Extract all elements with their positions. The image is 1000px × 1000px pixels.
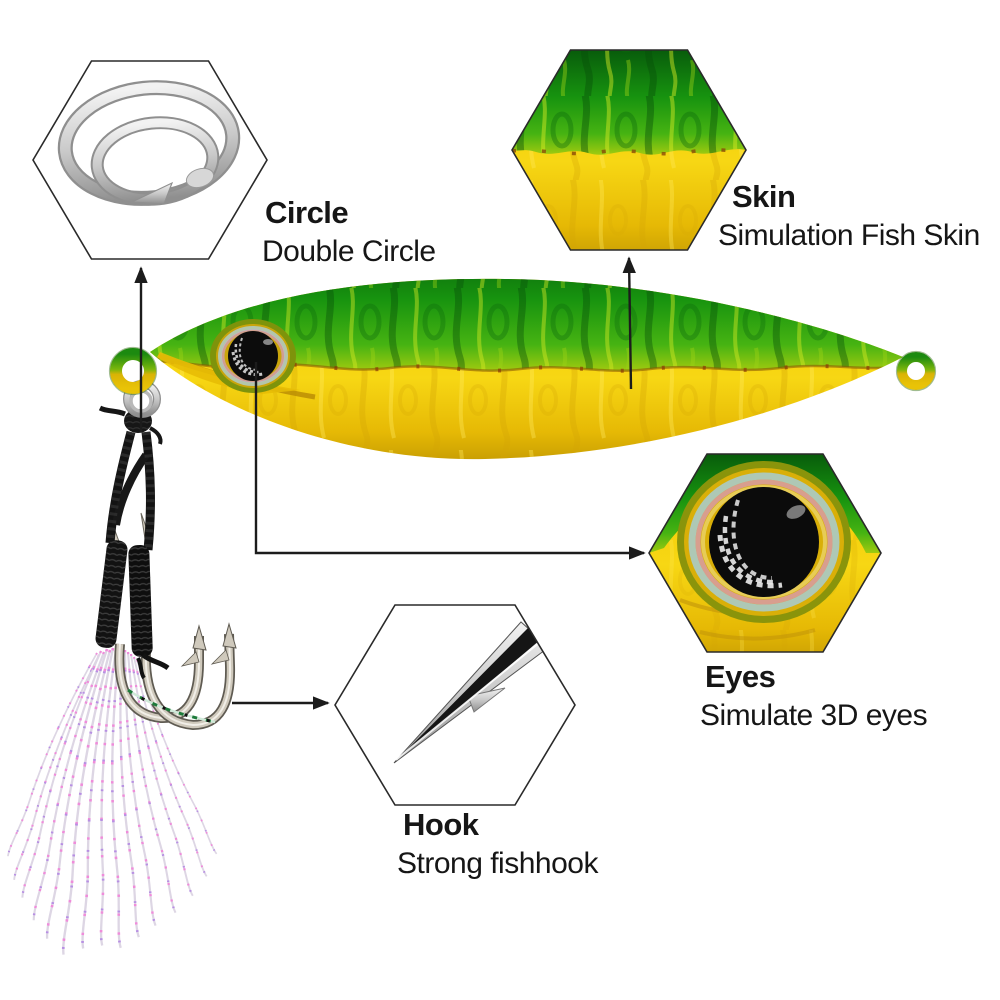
callout-eyes-subtitle: Simulate 3D eyes <box>700 698 928 732</box>
callout-eyes-title: Eyes <box>705 659 776 694</box>
assist-hooks <box>109 512 237 731</box>
callout-skin-title: Skin <box>732 179 796 214</box>
callout-skin: Skin Simulation Fish Skin <box>718 179 980 252</box>
eye-closeup <box>677 461 851 623</box>
hook-hexagon <box>334 604 576 806</box>
callout-circle-title: Circle <box>265 195 349 230</box>
jig-lure <box>108 278 937 460</box>
callout-skin-subtitle: Simulation Fish Skin <box>718 218 980 252</box>
callout-eyes: Eyes Simulate 3D eyes <box>700 659 928 732</box>
leader-lines <box>134 256 646 710</box>
callout-circle-subtitle: Double Circle <box>262 234 436 268</box>
front-eyelet <box>110 348 156 394</box>
split-ring-illustration <box>57 80 241 206</box>
callout-hook: Hook Strong fishhook <box>397 807 598 880</box>
leader-line-eyes <box>254 362 646 560</box>
hook-point-closeup <box>393 621 550 764</box>
leader-line-skin <box>622 256 636 390</box>
skin-hexagon <box>511 49 747 251</box>
assist-hook-rig <box>4 380 237 958</box>
lure-eye <box>210 319 296 393</box>
callout-circle: Circle Double Circle <box>262 195 436 268</box>
callout-hook-title: Hook <box>403 807 479 842</box>
tail-eyelet <box>897 352 935 390</box>
braided-cord <box>95 405 170 680</box>
circle-hexagon <box>32 60 268 260</box>
eyes-hexagon <box>648 453 882 653</box>
callout-hook-subtitle: Strong fishhook <box>397 846 598 880</box>
